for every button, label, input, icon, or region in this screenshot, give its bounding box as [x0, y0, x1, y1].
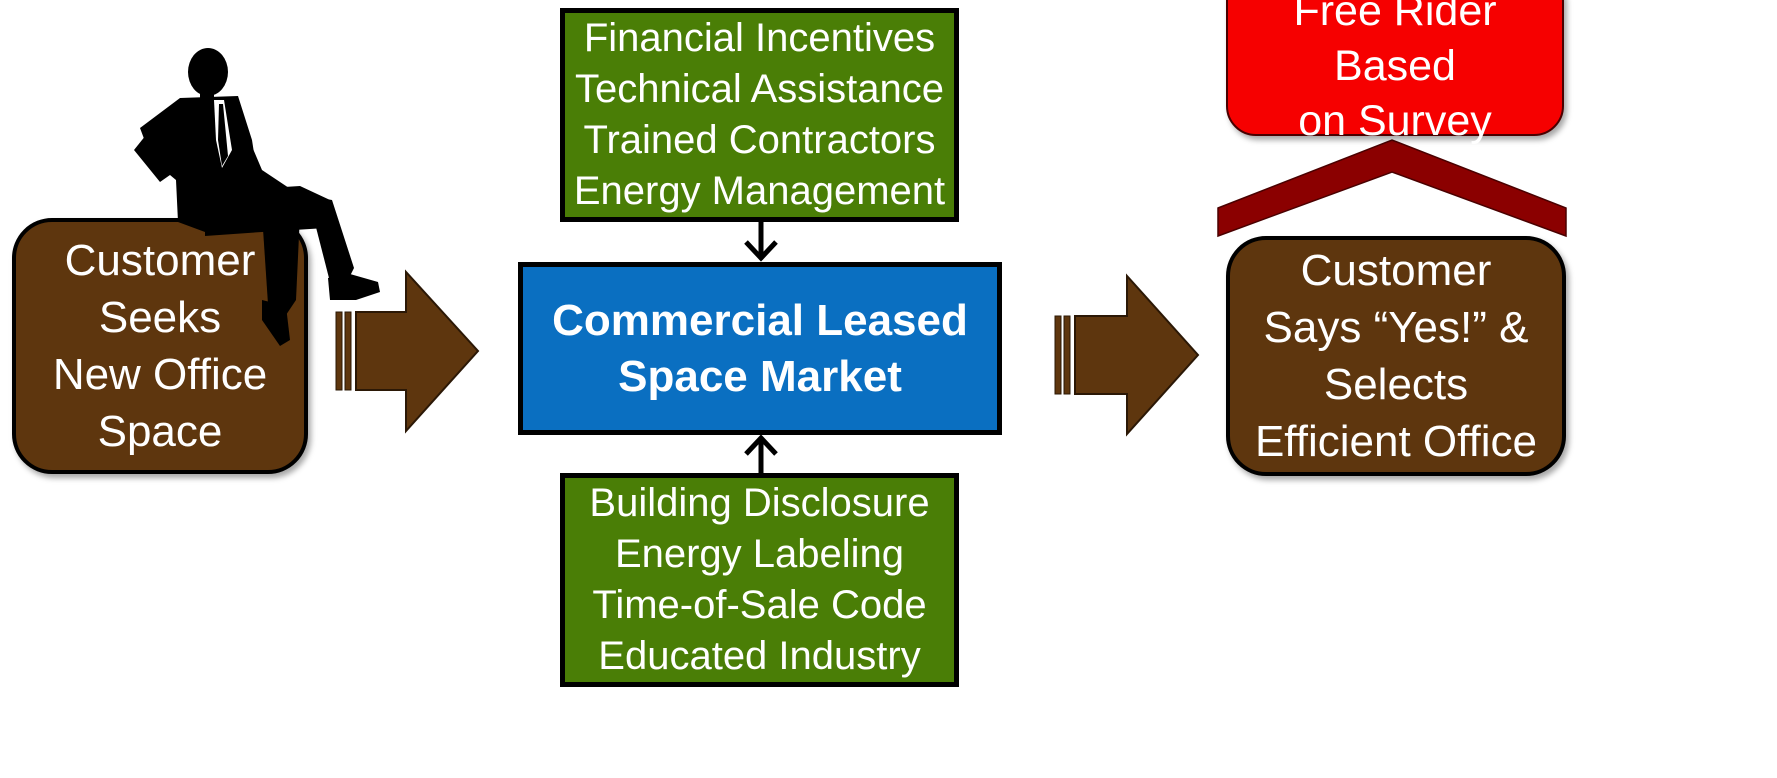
market-title-line-2: Space Market — [618, 351, 902, 401]
trained-contractors-text: Trained Contractors — [583, 118, 936, 162]
energy-management-text: Energy Management — [573, 169, 946, 213]
customer-seeks-line-3: New Office — [52, 350, 268, 399]
educated-industry-text: Educated Industry — [598, 634, 921, 678]
free-rider-line-3: on Survey — [1298, 96, 1492, 145]
customer-seeks-line-1: Customer — [64, 236, 256, 285]
commercial-leased-space-market-box: Commercial Leased Space Market — [518, 262, 1002, 435]
program-support-box: Financial Incentives Technical Assistanc… — [560, 8, 959, 222]
time-of-sale-code-text: Time-of-Sale Code — [592, 583, 927, 627]
result-line-2: Says “Yes!” & — [1263, 303, 1529, 352]
customer-seeks-box: Customer Seeks New Office Space — [12, 218, 308, 474]
free-rider-line-2: Based — [1334, 41, 1456, 90]
free-rider-box: Free Rider Based on Survey — [1226, 0, 1564, 145]
customer-says-yes-box: Customer Says “Yes!” & Selects Efficient… — [1226, 236, 1566, 476]
financial-incentives-text: Financial Incentives — [583, 16, 936, 60]
customer-seeks-line-4: Space — [97, 407, 223, 456]
market-title-line-1: Commercial Leased — [552, 295, 968, 345]
result-line-4: Efficient Office — [1254, 417, 1538, 466]
building-disclosure-text: Building Disclosure — [589, 481, 930, 525]
customer-seeks-line-2: Seeks — [98, 293, 222, 342]
free-rider-line-1: Free Rider — [1293, 0, 1497, 35]
energy-labeling-text: Energy Labeling — [614, 532, 905, 576]
result-line-1: Customer — [1300, 246, 1492, 295]
result-line-3: Selects — [1323, 360, 1469, 409]
technical-assistance-text: Technical Assistance — [574, 67, 945, 111]
market-transformation-box: Building Disclosure Energy Labeling Time… — [560, 473, 959, 687]
